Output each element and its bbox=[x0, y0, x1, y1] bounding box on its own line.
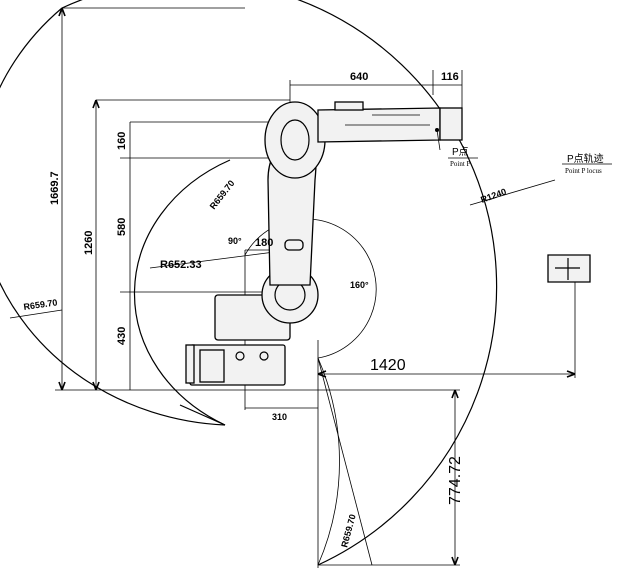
radius-upper-659: R659.70 bbox=[208, 178, 237, 211]
dimension-lines bbox=[9, 7, 576, 568]
point-p-label-cn: P点 bbox=[452, 146, 469, 158]
dim-580: 580 bbox=[116, 218, 128, 236]
robot-arm bbox=[185, 101, 591, 386]
dim-1260: 1260 bbox=[83, 231, 95, 255]
dim-116: 116 bbox=[441, 71, 459, 83]
locus-connector bbox=[179, 404, 226, 426]
radius-652: R652.33 bbox=[160, 259, 202, 271]
dim-1420: 1420 bbox=[370, 357, 406, 374]
base-connector bbox=[235, 351, 245, 361]
locus-label-cn: P点轨迹 bbox=[567, 152, 604, 165]
base-connector-2 bbox=[259, 351, 269, 361]
annotations: P点 Point P P点轨迹 Point P locus bbox=[448, 146, 612, 175]
radius-r1240: R1240 bbox=[479, 186, 507, 204]
radius-left-659: R659.70 bbox=[23, 297, 58, 312]
dim-430: 430 bbox=[116, 327, 128, 345]
arm-slot bbox=[284, 239, 304, 251]
dim-1669: 1669.7 bbox=[49, 171, 61, 205]
angle-160: 160° bbox=[350, 280, 369, 290]
lower-locus-arc bbox=[317, 357, 340, 566]
outer-locus-arc bbox=[61, 0, 498, 566]
point-p-label-en: Point P bbox=[450, 160, 471, 168]
wrist bbox=[439, 107, 463, 141]
left-locus-arc bbox=[0, 7, 226, 426]
forearm-top-cover bbox=[334, 101, 364, 111]
workspace-envelope bbox=[0, 0, 498, 566]
elbow-joint bbox=[264, 101, 326, 179]
dim-774: 774.72 bbox=[447, 456, 464, 505]
dim-160: 160 bbox=[116, 132, 128, 150]
cable-connector bbox=[185, 344, 195, 384]
radius-lower-659: R659.70 bbox=[339, 513, 357, 548]
dim-310: 310 bbox=[272, 412, 287, 422]
locus-label-en: Point P locus bbox=[565, 167, 602, 175]
inner-locus-arc bbox=[133, 159, 231, 426]
base-panel bbox=[199, 349, 225, 383]
angle-90: 90° bbox=[228, 236, 242, 246]
dim-180: 180 bbox=[255, 237, 273, 249]
dim-640: 640 bbox=[350, 71, 368, 83]
